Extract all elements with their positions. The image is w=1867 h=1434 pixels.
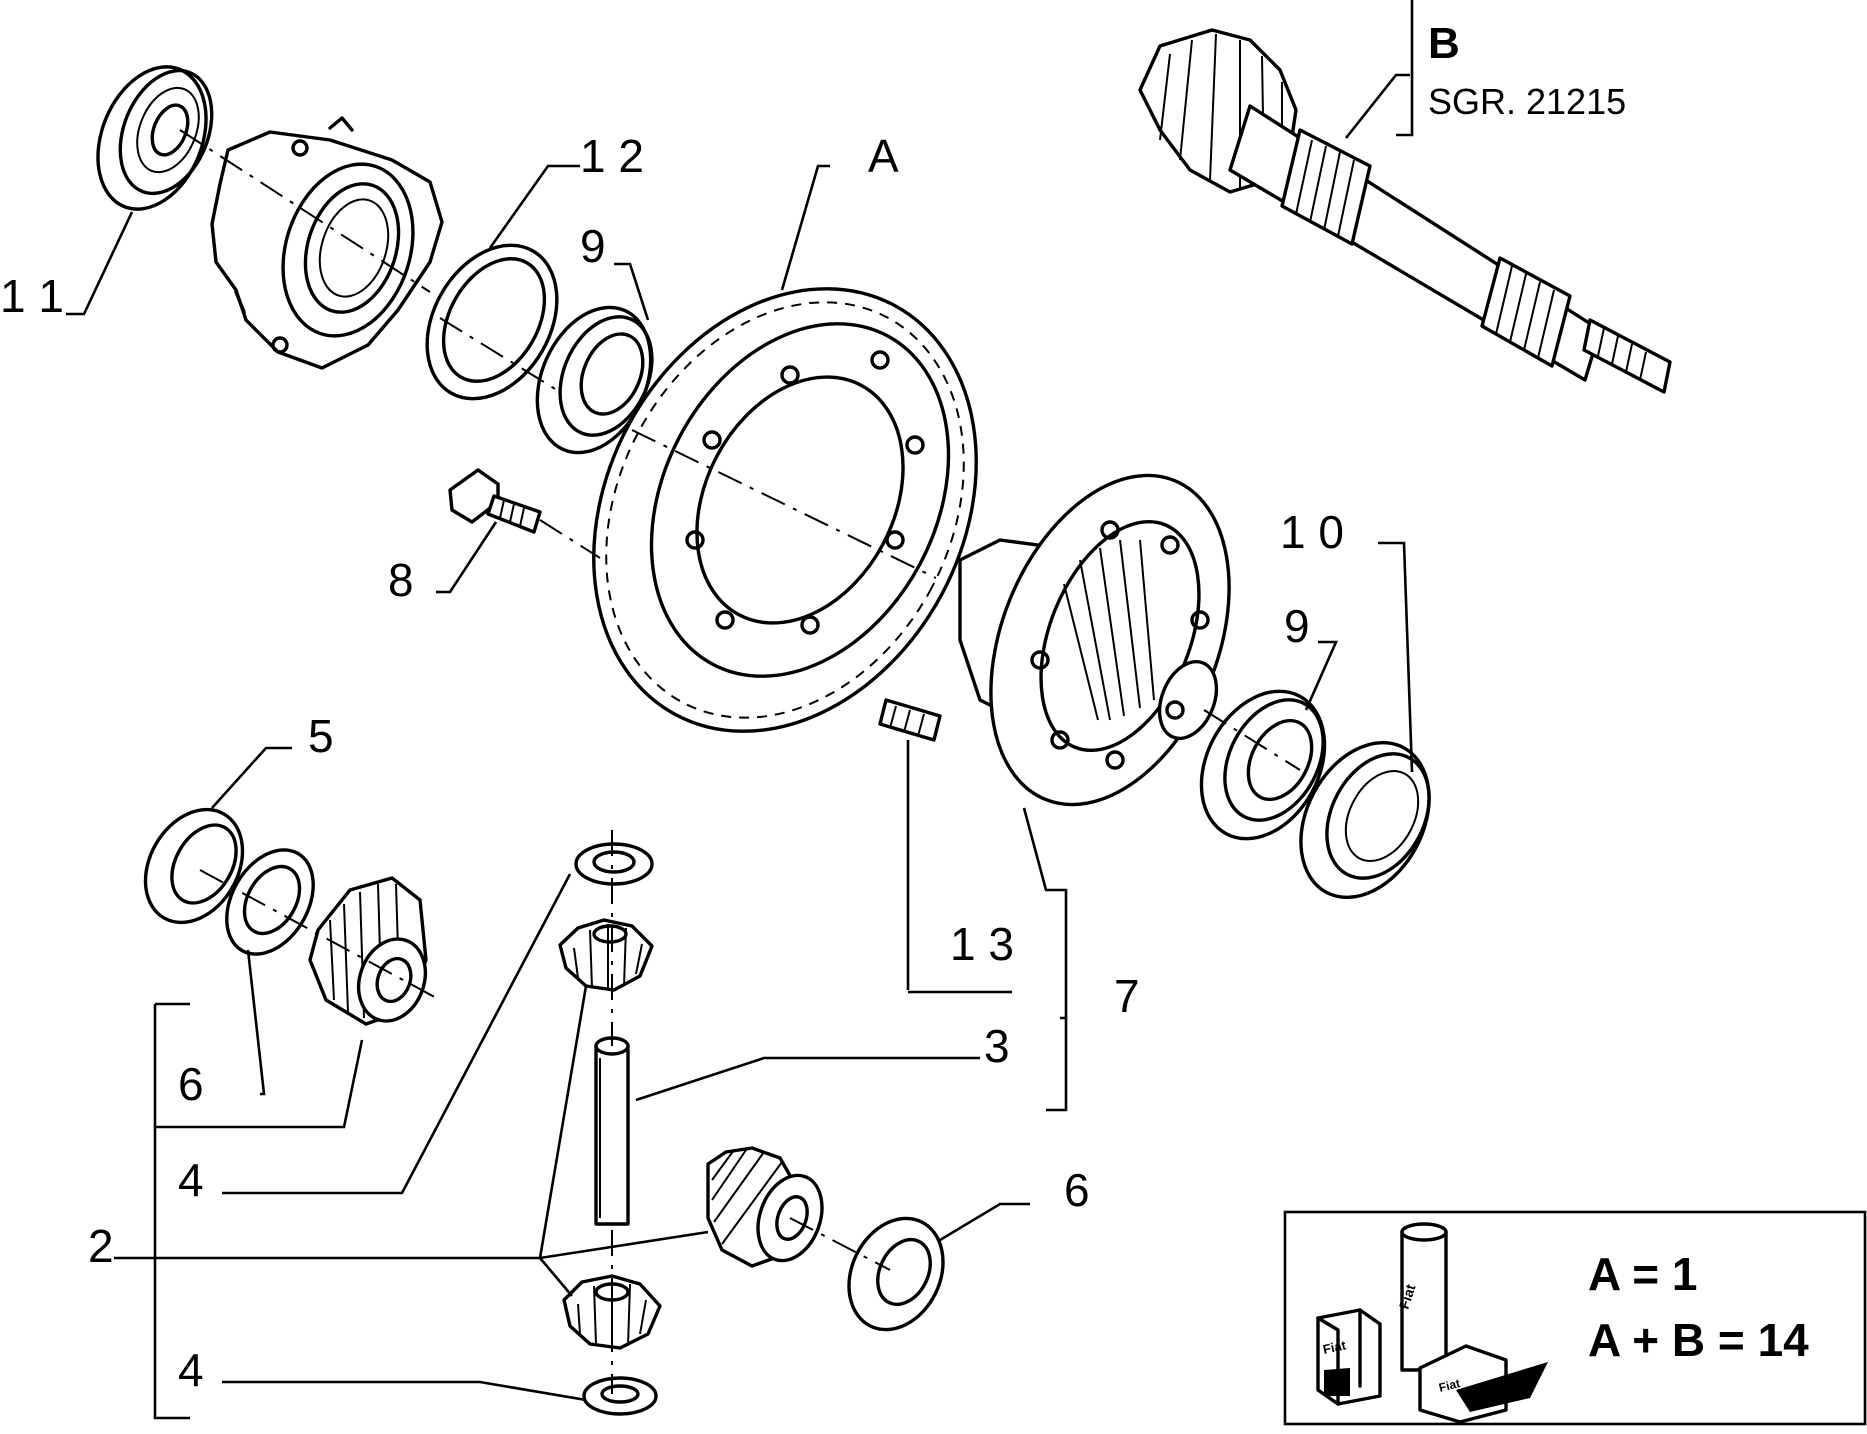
callout-8: 8 [388, 554, 414, 606]
callout-4-top: 4 [178, 1154, 204, 1206]
part-13-roll-pin [878, 698, 942, 742]
ref-code: SGR. 21215 [1428, 81, 1626, 122]
part-11-bearing [96, 65, 214, 211]
leader-lines [66, 73, 1414, 1420]
part-B-pinion-shaft [1138, 28, 1672, 394]
callout-4-bottom: 4 [178, 1344, 204, 1396]
part-6-washer-right [847, 1216, 945, 1332]
part-6-washer-left [225, 848, 315, 956]
callout-9-right: 9 [1284, 600, 1310, 652]
callout-9-upper: 9 [580, 220, 606, 272]
part-12-shim [425, 243, 559, 401]
callout-13: 1 3 [950, 918, 1014, 970]
part-8-bolt [448, 468, 542, 534]
callout-7: 7 [1114, 970, 1140, 1022]
callout-5: 5 [308, 710, 334, 762]
callout-6-left: 6 [178, 1058, 204, 1110]
assembly-axes [179, 129, 1301, 1394]
planet-gear-top [558, 918, 654, 992]
callout-12: 1 2 [580, 130, 644, 182]
legend-line-1: A = 1 [1588, 1248, 1698, 1300]
part-9-bearing-right [1199, 689, 1327, 841]
carton-text-2: Fiat [1396, 1282, 1419, 1311]
part-10-bearing-race [1299, 740, 1431, 900]
callout-3: 3 [984, 1020, 1010, 1072]
reference-box-B: B SGR. 21215 [1396, 0, 1626, 137]
bearing-housing [210, 116, 444, 370]
part-A-crown-wheel [592, 287, 978, 733]
callout-labels: 1 1 1 2 A 9 8 1 0 9 5 1 3 7 6 3 4 2 6 4 [0, 130, 1344, 1396]
legend-box: Fiat Fiat Fiat A = 1 A + B = 14 [1283, 1210, 1867, 1426]
part-4-washer-top [574, 842, 654, 886]
part-7-differential-case [958, 473, 1231, 807]
side-gear-right [706, 1146, 824, 1268]
callout-6-right: 6 [1064, 1164, 1090, 1216]
carton-text-1: Fiat [1322, 1337, 1348, 1357]
carton-text-3: Fiat [1437, 1376, 1461, 1395]
side-gear-left [308, 876, 428, 1026]
fiat-carton-icon: Fiat Fiat Fiat [1316, 1222, 1548, 1424]
callout-11: 1 1 [0, 270, 64, 322]
callout-A: A [868, 130, 899, 182]
callout-10: 1 0 [1280, 506, 1344, 558]
part-3-pinion-shaft [594, 1036, 630, 1226]
part-4-washer-bottom [582, 1376, 658, 1416]
legend-line-2: A + B = 14 [1588, 1314, 1809, 1366]
callout-2: 2 [88, 1220, 114, 1272]
ref-letter: B [1428, 19, 1460, 68]
